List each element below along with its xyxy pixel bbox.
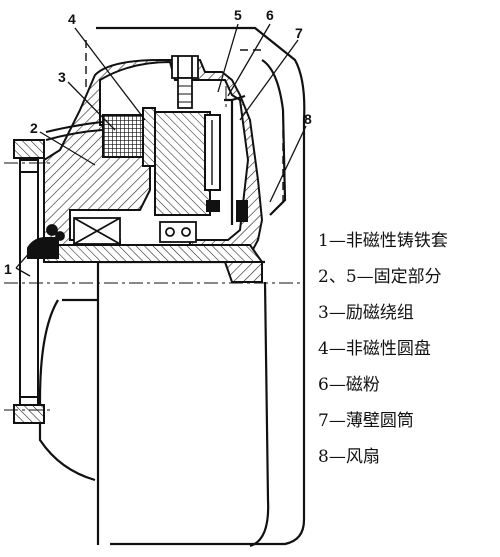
bearings: [46, 217, 197, 245]
fan-outer-shell: [96, 26, 306, 546]
leader-lines: [15, 23, 307, 277]
housing-hatched: [43, 59, 264, 256]
legend-item: 8—风扇: [318, 447, 380, 467]
parts-legend: 1—非磁性铸铁套 2、5—固定部分 3—励磁绕组 4—非磁性圆盘 6—磁粉 7—…: [318, 226, 498, 478]
non-magnetic-disc: [142, 107, 156, 167]
callout-8: 8: [304, 111, 312, 127]
legend-item: 6—磁粉: [318, 375, 380, 395]
legend-item: 3—励磁绕组: [318, 303, 414, 323]
callout-1: 1: [4, 261, 12, 277]
thin-wall-cylinder: [224, 94, 246, 225]
callout-4: 4: [68, 11, 76, 27]
callout-5: 5: [234, 7, 242, 23]
drum-body: [38, 260, 270, 548]
excitation-coil: [102, 114, 146, 158]
legend-item: 1—非磁性铸铁套: [318, 231, 448, 251]
callout-3: 3: [58, 69, 66, 85]
center-lines: [4, 86, 300, 411]
top-bolt: [171, 55, 199, 109]
legend-item: 4—非磁性圆盘: [318, 339, 431, 359]
callout-2: 2: [30, 120, 38, 136]
inner-ring: [43, 244, 264, 283]
legend-item: 2、5—固定部分: [318, 267, 442, 287]
rotor-body: [154, 111, 221, 216]
legend-item: 7—薄壁圆筒: [318, 411, 414, 431]
callout-7: 7: [295, 25, 303, 41]
fan-dashed-outline: [85, 40, 284, 205]
callout-6: 6: [266, 7, 274, 23]
magnetic-powder: [206, 200, 248, 222]
cast-iron-sleeve: [27, 237, 59, 259]
